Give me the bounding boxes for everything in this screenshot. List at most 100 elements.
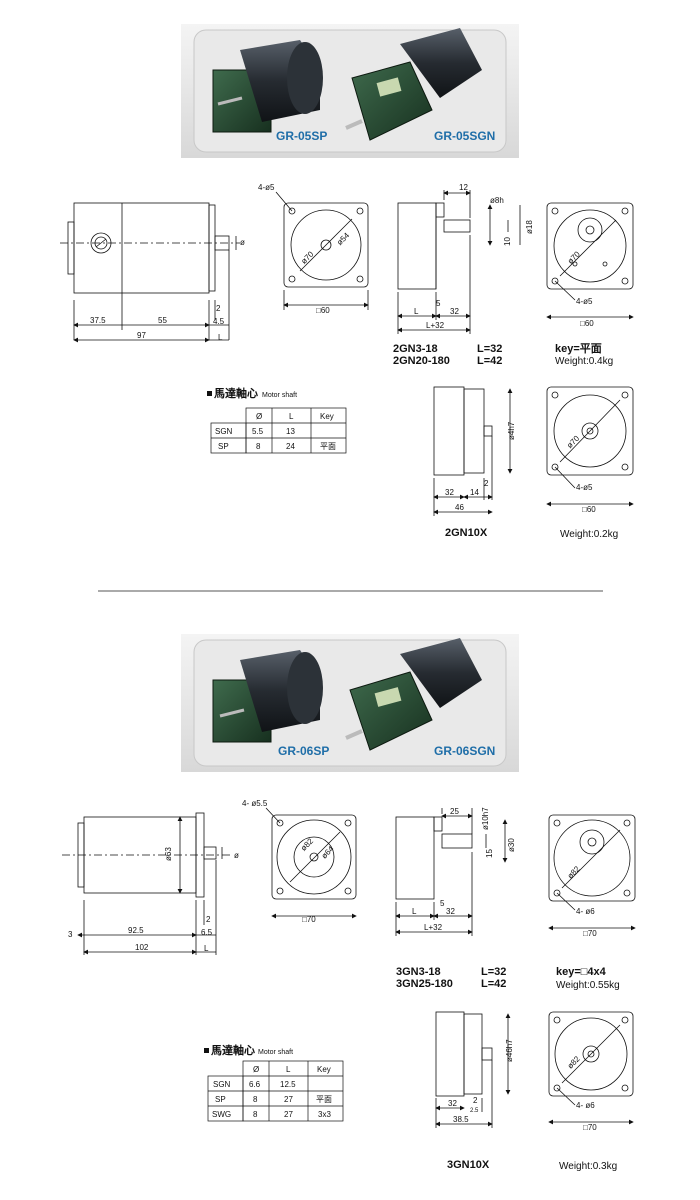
front-bolt-circle: ø70 <box>299 249 316 266</box>
td-r1c3: 平面 <box>320 442 336 451</box>
shaft-table-1: 馬達軸心 Motor shaft Ø L Key SGN 5.5 13 SP 8… <box>207 386 347 454</box>
gear-key: 10 <box>503 237 512 246</box>
td2-r1c0: SP <box>215 1095 226 1104</box>
gear-shaft-dia: ø8h <box>490 196 504 205</box>
dim-L: L <box>218 333 223 342</box>
front2-bolt: ø82 <box>299 836 316 853</box>
gear-d18: ø18 <box>525 220 534 234</box>
gn10x-32: 32 <box>445 488 454 497</box>
weight2-2: Weight:0.3kg <box>559 1161 617 1172</box>
gn10x-2: 2 <box>484 479 489 488</box>
key2-text: key=□4x4 <box>556 966 607 978</box>
gear2-front-square: □70 <box>583 929 597 938</box>
photo-label-left: GR-05SP <box>276 129 327 143</box>
side2-dia-small: ø <box>234 851 239 860</box>
product-photo-gr06: GR-06SP GR-06SGN <box>181 634 519 772</box>
gn10x-dia: ø4h7 <box>507 421 516 440</box>
motor-front-view-2 <box>265 807 357 919</box>
gear-32: 32 <box>450 307 459 316</box>
td2-r1c2: 27 <box>284 1095 293 1104</box>
dim-2: 2 <box>216 304 221 313</box>
side2-2: 2 <box>206 915 211 924</box>
gn10x-front-holes: 4-ø5 <box>576 483 593 492</box>
motor-side-view-2 <box>62 812 230 955</box>
section-1: GR-05SP GR-05SGN 37.5 55 97 <box>60 24 634 540</box>
key-text: key=平面 <box>555 342 602 355</box>
gn10x2-dia: ø46h7 <box>505 1039 514 1062</box>
gearhead-side-view-2 <box>395 808 508 936</box>
weight2-1: Weight:0.55kg <box>556 980 620 991</box>
gn10x2-front-bolt: ø82 <box>566 1054 583 1071</box>
shaft2-title-en: Motor shaft <box>258 1049 293 1056</box>
shaft-table-title-en: Motor shaft <box>262 392 297 399</box>
th-dia: Ø <box>256 412 262 421</box>
front2-holes: 4- ø5.5 <box>242 799 268 808</box>
td-r1c2: 24 <box>286 442 295 451</box>
td2-r2c3: 3x3 <box>318 1110 331 1119</box>
td2-r0c2: 12.5 <box>280 1080 296 1089</box>
gear-top: 12 <box>459 183 468 192</box>
th-L: L <box>289 412 294 421</box>
gn10x2-2-5: 2.5 <box>470 1108 479 1114</box>
model-2-name: 2GN20-180 <box>393 355 450 367</box>
dim-55: 55 <box>158 316 167 325</box>
td-r0c0: SGN <box>215 427 233 436</box>
gn10x-46: 46 <box>455 503 464 512</box>
td2-r1c3: 平面 <box>316 1095 332 1104</box>
gn10x2-front-holes: 4- ø6 <box>576 1101 595 1110</box>
dim-4-5: 4.5 <box>213 317 225 326</box>
td2-r0c1: 6.6 <box>249 1080 261 1089</box>
front-square: □60 <box>316 306 330 315</box>
td2-r2c2: 27 <box>284 1110 293 1119</box>
gn10x-side-view-1 <box>433 386 513 516</box>
gear2-top: 25 <box>450 807 459 816</box>
td2-r2c1: 8 <box>253 1110 258 1119</box>
td-r0c1: 5.5 <box>252 427 264 436</box>
model-1-name: 2GN3-18 <box>393 343 438 355</box>
side2-L: L <box>204 944 209 953</box>
product-photo-gr05: GR-05SP GR-05SGN <box>181 24 519 158</box>
gn10x-label: 2GN10X <box>445 527 488 539</box>
shaft-table-title: 馬達軸心 <box>214 386 258 400</box>
side2-dia: ø63 <box>164 847 173 861</box>
gear-L: L <box>414 307 419 316</box>
gear2-key: 15 <box>485 849 494 858</box>
gn10x2-2: 2 <box>473 1096 478 1105</box>
td-r0c2: 13 <box>286 427 295 436</box>
weight-1: Weight:0.4kg <box>555 356 613 367</box>
gn10x2-label: 3GN10X <box>447 1159 490 1171</box>
shaft-table-2: 馬達軸心 Motor shaft Ø L Key SGN 6.6 12.5 SP… <box>204 1043 344 1122</box>
side2-6-5: 6.5 <box>201 928 213 937</box>
gear-d5: 5 <box>436 299 441 308</box>
photo-label-right: GR-05SGN <box>434 129 495 143</box>
gn10x2-front-square: □70 <box>583 1123 597 1132</box>
gn10x-front-square: □60 <box>582 505 596 514</box>
front-holes: 4-ø5 <box>258 183 275 192</box>
section-2: GR-06SP GR-06SGN ø63 3 92.5 102 2 6.5 L <box>62 634 636 1172</box>
gear2-front-bolt: ø82 <box>566 864 583 881</box>
gear-front-square: □60 <box>580 319 594 328</box>
gn10x2-32: 32 <box>448 1099 457 1108</box>
side2-102: 102 <box>135 943 149 952</box>
td-r1c1: 8 <box>256 442 261 451</box>
gear-front-bolt: ø70 <box>566 249 583 266</box>
gearhead-front-view-2 <box>548 814 636 931</box>
gn10x-side-view-2 <box>435 1011 511 1128</box>
dim-dia: ø <box>240 238 245 247</box>
td2-r1c1: 8 <box>253 1095 258 1104</box>
th2-dia: Ø <box>253 1065 259 1074</box>
gear2-Lsum: L+32 <box>424 923 443 932</box>
model-1-L: L=32 <box>477 343 502 355</box>
model2-2-L: L=42 <box>481 978 506 990</box>
td2-r0c0: SGN <box>213 1080 231 1089</box>
gear2-shaft: ø10h7 <box>481 807 490 830</box>
gear2-d30: ø30 <box>507 838 516 852</box>
side2-3: 3 <box>68 930 73 939</box>
gn10x-front-bolt: ø70 <box>565 434 582 451</box>
dim-97: 97 <box>137 331 146 340</box>
model2-1-name: 3GN3-18 <box>396 966 441 978</box>
model2-1-L: L=32 <box>481 966 506 978</box>
th-key: Key <box>320 412 334 421</box>
gearhead-side-view-1 <box>397 190 521 334</box>
photo-label-right-2: GR-06SGN <box>434 744 495 758</box>
